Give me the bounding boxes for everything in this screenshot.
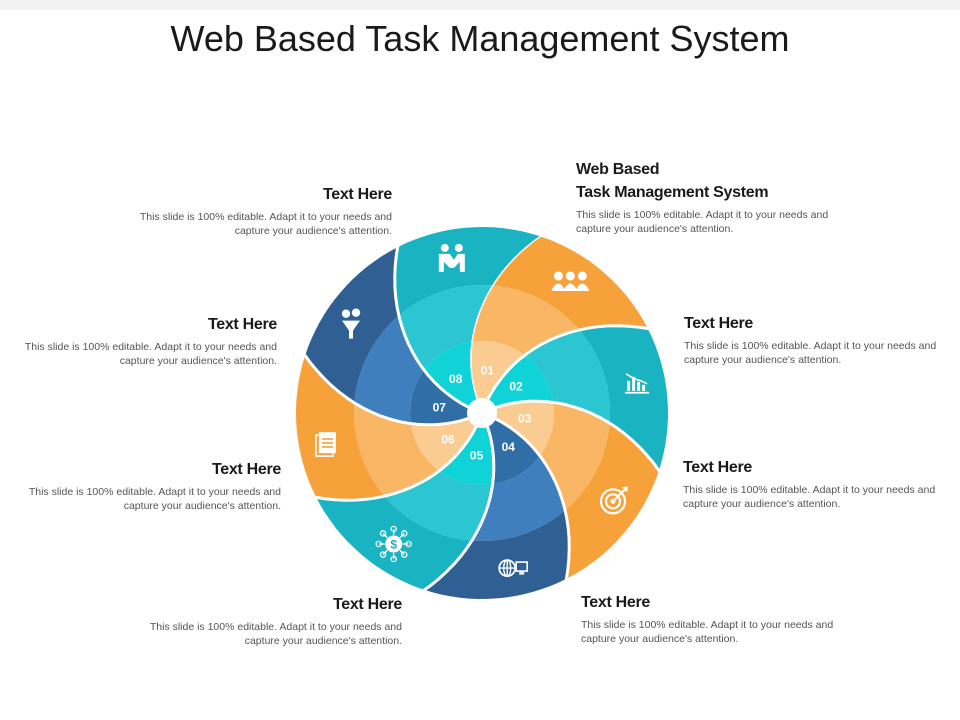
label-heading: Text Here	[211, 461, 281, 478]
segment-band	[487, 418, 540, 485]
label-description: This slide is 100% editable. Adapt it to…	[28, 486, 281, 512]
label-description: This slide is 100% editable. Adapt it to…	[683, 484, 936, 510]
segment-number: 02	[509, 380, 523, 394]
label-segment-08: Text Here This slide is 100% editable. A…	[17, 313, 277, 368]
target-icon	[599, 486, 629, 515]
label-description: This slide is 100% editable. Adapt it to…	[149, 621, 402, 647]
segment-number: 06	[441, 432, 455, 446]
segment-04	[424, 417, 571, 599]
segment-divider	[494, 399, 662, 474]
segment-band	[470, 341, 525, 401]
segment-number: 01	[481, 363, 495, 377]
document-icon	[315, 432, 336, 457]
segment-band	[579, 325, 668, 471]
segment-band	[471, 455, 566, 541]
segment-number: 05	[470, 449, 484, 463]
segment-band	[410, 370, 470, 425]
web-monitor-icon	[498, 559, 528, 577]
segment-number: 03	[518, 411, 532, 425]
segment-band	[424, 510, 570, 599]
segment-band	[398, 285, 493, 371]
label-heading: Text Here	[581, 594, 651, 611]
label-heading: Text Here	[322, 186, 392, 203]
funnel-dollar-icon	[341, 308, 361, 339]
label-segment-06: Text Here This slide is 100% editable. A…	[142, 593, 402, 648]
segment-band	[494, 401, 554, 456]
label-description: This slide is 100% editable. Adapt it to…	[581, 619, 834, 645]
label-segment-04: Text Here This slide is 100% editable. A…	[683, 456, 943, 511]
label-heading: Text Here	[332, 596, 402, 613]
segment-band	[492, 236, 648, 330]
center-hub	[467, 398, 497, 428]
segment-divider	[486, 324, 651, 401]
segment-band	[296, 355, 385, 501]
segment-number: 07	[433, 401, 447, 415]
label-segment-05: Text Here This slide is 100% editable. A…	[581, 591, 841, 646]
segment-divider	[494, 417, 571, 582]
segment-band	[394, 227, 540, 316]
segment-band	[410, 418, 477, 471]
label-description: This slide is 100% editable. Adapt it to…	[139, 211, 392, 237]
slide-title: Web Based Task Management System	[170, 18, 790, 59]
label-segment-07: Text Here This slide is 100% editable. A…	[21, 458, 281, 513]
segment-divider	[302, 352, 470, 427]
segment-band	[487, 355, 554, 408]
segment-06	[296, 355, 478, 502]
segment-number: 08	[449, 372, 463, 386]
segment-02	[486, 324, 668, 471]
label-heading: Text Here	[684, 315, 754, 332]
label-heading: Web Based Task Management System	[576, 161, 769, 201]
segment-band	[439, 425, 494, 485]
dollar-network-icon: $	[375, 525, 412, 563]
segment-divider	[421, 425, 496, 593]
segment-number: 04	[502, 440, 516, 454]
label-description: This slide is 100% editable. Adapt it to…	[684, 340, 937, 366]
segment-band	[524, 329, 610, 424]
label-segment-01: Text Here This slide is 100% editable. A…	[132, 183, 392, 238]
segment-08	[393, 227, 540, 409]
segment-band	[354, 402, 440, 497]
label-description: This slide is 100% editable. Adapt it to…	[576, 209, 829, 235]
svg-text:$: $	[390, 538, 397, 552]
bar-chart-icon	[625, 373, 650, 394]
label-segment-02: Web Based Task Management System This sl…	[576, 158, 856, 236]
team-icon	[551, 271, 590, 291]
segment-divider	[393, 244, 470, 409]
label-heading: Text Here	[207, 316, 277, 333]
label-description: This slide is 100% editable. Adapt it to…	[24, 341, 277, 367]
segment-divider	[313, 425, 478, 502]
handshake-people-icon	[438, 243, 465, 272]
label-segment-03: Text Here This slide is 100% editable. A…	[684, 312, 944, 367]
segment-band	[424, 341, 477, 408]
top-bar	[0, 0, 960, 10]
label-heading: Text Here	[683, 459, 753, 476]
